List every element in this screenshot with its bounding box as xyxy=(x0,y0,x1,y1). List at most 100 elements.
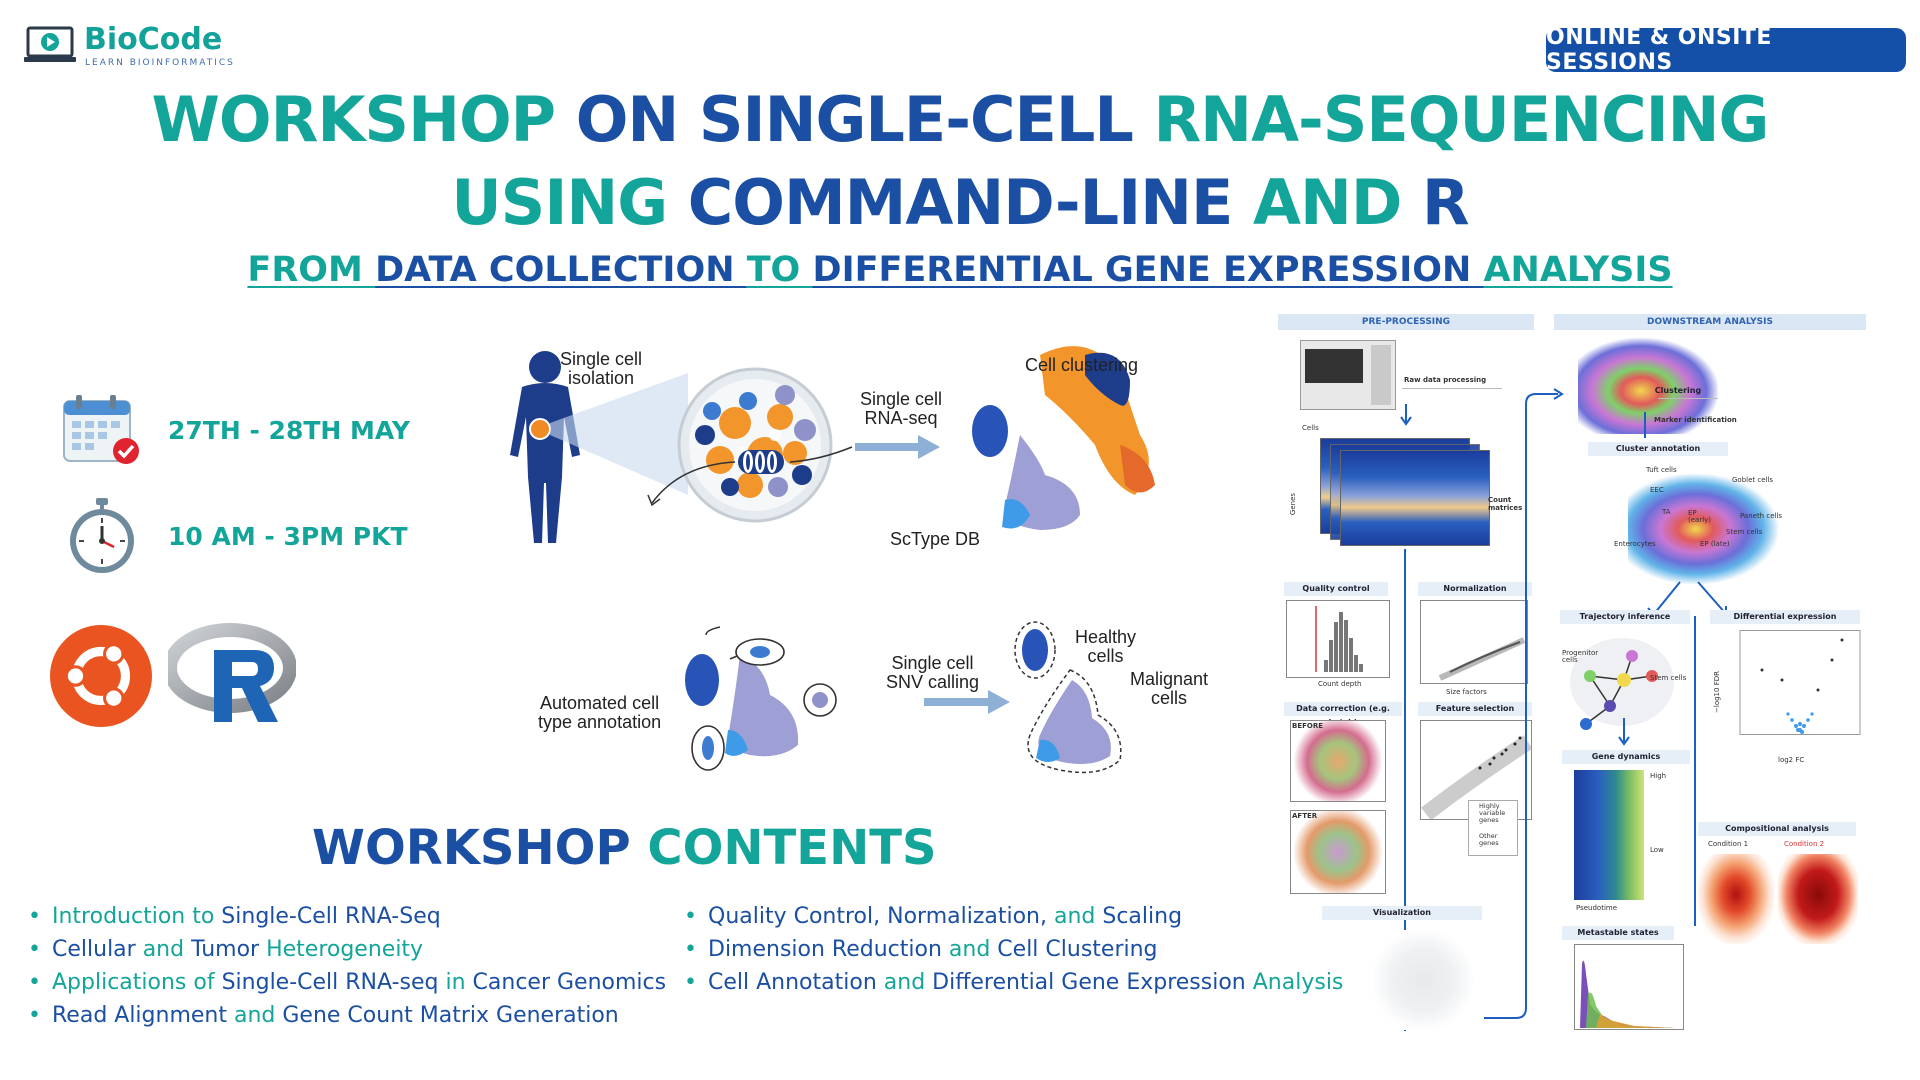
differential-expression-label: Differential expression xyxy=(1710,610,1860,624)
contents-item: Dimension Reduction and Cell Clustering xyxy=(682,933,1343,966)
count-matrices-label: Count matrices xyxy=(1488,496,1523,512)
title-line-1: WORKSHOP ON SINGLE-CELL RNA-SEQUENCING xyxy=(0,85,1920,155)
before-correction-plot xyxy=(1290,720,1386,802)
contents-list-left: Introduction to Single-Cell RNA-SeqCellu… xyxy=(26,900,666,1032)
enterocytes-label: Enterocytes xyxy=(1614,540,1656,548)
brand-tagline: LEARN BIOINFORMATICS xyxy=(85,58,235,68)
contents-item: Cellular and Tumor Heterogeneity xyxy=(26,933,666,966)
snv-calling-diagram xyxy=(924,621,1122,774)
feature-selection-label: Feature selection xyxy=(1418,702,1532,716)
size-factors-label: Size factors xyxy=(1446,688,1487,696)
subtitle: FROM DATA COLLECTION TO DIFFERENTIAL GEN… xyxy=(0,248,1920,292)
genes-label: Genes xyxy=(1289,492,1298,516)
title-line2-part: R xyxy=(1421,166,1470,239)
label-single-cell-isolation: Single cell isolation xyxy=(560,349,643,388)
tuft-cells-label: Tuft cells xyxy=(1646,466,1677,474)
biocode-logo: BioCode LEARN BIOINFORMATICS xyxy=(22,22,235,72)
visualization-plot xyxy=(1368,930,1478,1030)
volcano-plot xyxy=(1739,630,1861,735)
single-cell-workflow-diagram xyxy=(510,346,1155,757)
condition-1-label: Condition 1 xyxy=(1708,840,1749,848)
ubuntu-logo xyxy=(50,625,152,727)
cluster-annotation-umap xyxy=(1628,474,1778,584)
arrow-down-icon xyxy=(1400,404,1412,426)
title-line2-part: USING xyxy=(451,166,688,239)
label-healthy-cells: Healthy cells xyxy=(1075,627,1137,666)
ep-late-label: EP (late) xyxy=(1700,540,1730,548)
time-row: 10 AM - 3PM PKT xyxy=(62,496,408,576)
title-line2-part: COMMAND-LINE xyxy=(687,166,1253,239)
low-label: Low xyxy=(1650,846,1664,854)
label-snv-calling: Single cell SNV calling xyxy=(886,653,980,692)
contents-heading-part: WORKSHOP xyxy=(312,820,648,876)
analysis-workflow-panel: PRE-PROCESSING DOWNSTREAM ANALYSIS Raw d… xyxy=(1278,314,1872,1034)
subtitle-part: FROM xyxy=(247,250,376,290)
eec-label: EEC xyxy=(1650,486,1664,494)
sessions-badge: ONLINE & ONSITE SESSIONS xyxy=(1546,25,1906,75)
compositional-label: Compositional analysis xyxy=(1698,822,1856,836)
after-label: AFTER xyxy=(1292,812,1318,820)
count-depth-label: Count depth xyxy=(1318,680,1362,688)
clustering-label: Clustering xyxy=(1654,386,1702,395)
trajectory-graph xyxy=(1570,638,1674,730)
other-genes-label: Other genes xyxy=(1479,832,1499,847)
contents-item: Quality Control, Normalization, and Scal… xyxy=(682,900,1343,933)
ta-label: TA xyxy=(1662,508,1671,516)
calendar-check-icon xyxy=(63,395,139,464)
stopwatch-icon xyxy=(70,498,134,573)
pseudotime-label-1: Pseudotime xyxy=(1576,904,1618,912)
title-line2-part: AND xyxy=(1253,166,1422,239)
label-single-cell-rnaseq: Single cell RNA-seq xyxy=(860,389,943,428)
gene-dynamics-label: Gene dynamics xyxy=(1562,750,1690,764)
quality-control-label: Quality control xyxy=(1284,582,1388,596)
label-sctype-db: ScType DB xyxy=(890,529,981,549)
visualization-label: Visualization xyxy=(1322,906,1482,920)
subtitle-part: TO xyxy=(746,250,813,290)
annotation-callouts xyxy=(691,638,837,771)
title-line1-part: RNA-SEQUENCING xyxy=(1153,83,1769,156)
label-malignant-cells: Malignant cells xyxy=(1130,669,1209,708)
preprocessing-header: PRE-PROCESSING xyxy=(1278,314,1534,330)
label-automated-annotation: Automated cell type annotation xyxy=(538,693,662,732)
paneth-cells-label: Paneth cells xyxy=(1740,512,1783,520)
condition-1-density xyxy=(1698,854,1774,944)
normalization-label: Normalization xyxy=(1418,582,1532,596)
after-correction-plot xyxy=(1290,810,1386,894)
contents-item: Introduction to Single-Cell RNA-Seq xyxy=(26,900,666,933)
log10fdr-label: −log10 FDR xyxy=(1712,671,1721,713)
data-correction-label: Data correction (e.g. batch) xyxy=(1284,702,1402,727)
downstream-header: DOWNSTREAM ANALYSIS xyxy=(1554,314,1866,330)
high-label: High xyxy=(1650,772,1667,780)
progenitor-label: Progenitor cells xyxy=(1562,649,1599,664)
normalization-scatter xyxy=(1420,600,1528,684)
connector-arrow xyxy=(1484,388,1564,1019)
raw-data-label: Raw data processing xyxy=(1404,376,1487,384)
ep-early-label: EP (early) xyxy=(1688,509,1712,524)
goblet-cells-label: Goblet cells xyxy=(1732,476,1774,484)
workshop-time: 10 AM - 3PM PKT xyxy=(168,521,408,551)
subtitle-part: ANALYSIS xyxy=(1483,250,1673,290)
subtitle-part: DATA COLLECTION xyxy=(375,250,747,290)
cells-label: Cells xyxy=(1302,424,1319,432)
cluster-annotation-label: Cluster annotation xyxy=(1588,442,1728,456)
condition-2-density xyxy=(1778,854,1858,944)
contents-item: Applications of Single-Cell RNA-seq in C… xyxy=(26,966,666,999)
metastable-label: Metastable states xyxy=(1562,926,1674,940)
stem-cells-trajectory-label: Stem cells xyxy=(1650,674,1687,682)
qc-histogram xyxy=(1286,600,1390,678)
title-line-2: USING COMMAND-LINE AND R xyxy=(0,168,1920,238)
metastable-plot xyxy=(1574,944,1684,1030)
workshop-dates: 27TH - 28TH MAY xyxy=(168,415,410,445)
gene-dynamics-heatmap xyxy=(1574,770,1644,900)
arrow-down-icon xyxy=(1618,718,1630,746)
contents-heading-part: CONTENTS xyxy=(647,820,937,876)
title-line1-part: WORKSHOP xyxy=(151,83,576,156)
label-cell-clustering: Cell clustering xyxy=(1025,355,1139,375)
contents-item: Read Alignment and Gene Count Matrix Gen… xyxy=(26,999,666,1032)
contents-item: Cell Annotation and Differential Gene Ex… xyxy=(682,966,1343,999)
date-row: 27TH - 28TH MAY xyxy=(62,390,410,470)
marker-identification-label: Marker identification xyxy=(1654,416,1737,424)
brand-name: BioCode xyxy=(84,22,223,57)
workshop-contents-heading: WORKSHOP CONTENTS xyxy=(312,820,937,876)
contents-list-right: Quality Control, Normalization, and Scal… xyxy=(682,900,1343,999)
